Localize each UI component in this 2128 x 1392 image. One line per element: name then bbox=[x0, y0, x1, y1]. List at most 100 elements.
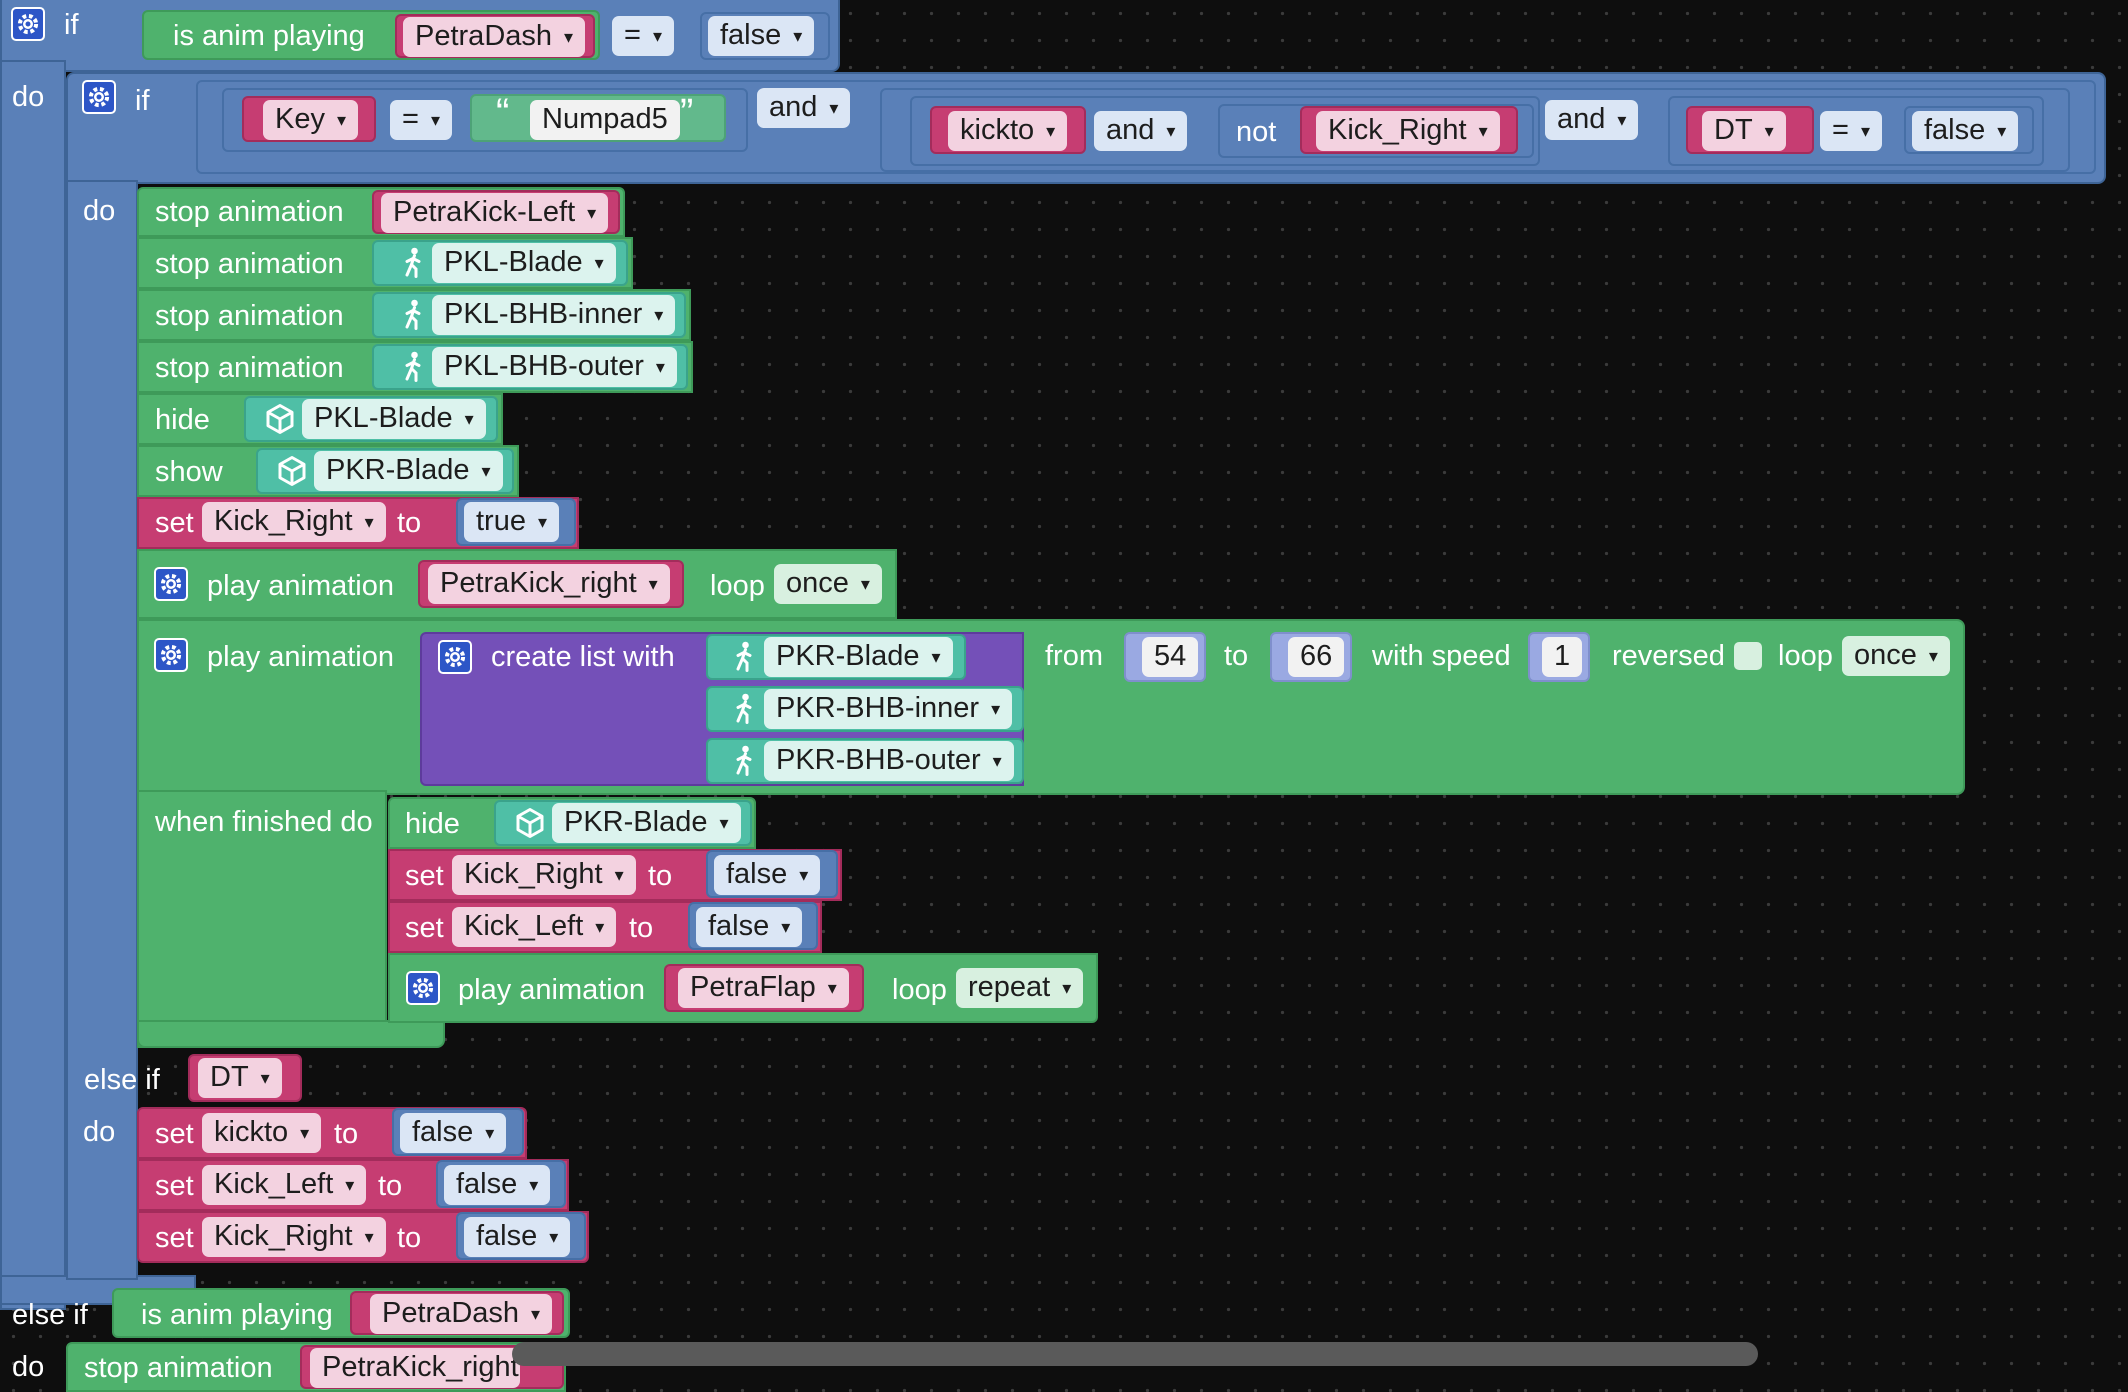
equals-dropdown-3[interactable]: = bbox=[1820, 111, 1882, 151]
kick-right-dropdown-3[interactable]: Kick_Right bbox=[452, 855, 636, 895]
from-frame-field[interactable]: 54 bbox=[1142, 637, 1199, 677]
false-dropdown-7[interactable]: false bbox=[464, 1217, 571, 1257]
loop-once-dropdown-2[interactable]: once bbox=[1842, 636, 1950, 676]
set-label-3: set bbox=[405, 912, 444, 944]
stop-anim-label-5: stop animation bbox=[84, 1352, 273, 1384]
set-label-4: set bbox=[155, 1118, 194, 1150]
set-label-5: set bbox=[155, 1170, 194, 1202]
false-dropdown-4[interactable]: false bbox=[696, 907, 803, 947]
to-label-2: to bbox=[648, 860, 673, 892]
kick-left-dropdown-2[interactable]: Kick_Left bbox=[202, 1165, 367, 1205]
cube-icon bbox=[274, 453, 310, 489]
dt-dropdown-1[interactable]: DT bbox=[1702, 111, 1786, 151]
pkr-blade-list-dropdown[interactable]: PKR-Blade bbox=[764, 637, 953, 677]
speed-field[interactable]: 1 bbox=[1542, 637, 1583, 677]
and-dropdown-1[interactable]: and bbox=[757, 88, 851, 128]
kick-right-dropdown-2[interactable]: Kick_Right bbox=[202, 502, 386, 542]
walking-figure-icon bbox=[395, 297, 431, 333]
petrakick-right-dropdown[interactable]: PetraKick_right bbox=[428, 564, 670, 604]
cube-icon bbox=[512, 805, 548, 841]
to-label-6: to bbox=[397, 1222, 422, 1254]
inner-if-label: if bbox=[135, 85, 150, 117]
pkl-blade-dropdown-2[interactable]: PKL-Blade bbox=[302, 399, 486, 439]
horizontal-scrollbar[interactable] bbox=[512, 1342, 1758, 1366]
else-if-label-1: else if bbox=[84, 1064, 160, 1096]
outer-if-gear-icon[interactable] bbox=[11, 7, 45, 41]
pkr-blade-dropdown-1[interactable]: PKR-Blade bbox=[314, 451, 503, 491]
stop-anim-label-1: stop animation bbox=[155, 196, 344, 228]
equals-dropdown-2[interactable]: = bbox=[390, 100, 452, 140]
pkr-bhb-outer-list-dropdown[interactable]: PKR-BHB-outer bbox=[764, 741, 1014, 781]
true-dropdown[interactable]: true bbox=[464, 502, 560, 542]
play-anim-label-1: play animation bbox=[207, 570, 394, 602]
create-list-gear-icon[interactable] bbox=[438, 640, 472, 674]
play-anim-gear-icon-2[interactable] bbox=[154, 638, 188, 672]
equals-dropdown-1[interactable]: = bbox=[612, 16, 674, 56]
petradash-dropdown-2[interactable]: PetraDash bbox=[370, 1294, 553, 1334]
numpad5-text-field[interactable]: Numpad5 bbox=[530, 100, 680, 140]
stop-anim-label-2: stop animation bbox=[155, 248, 344, 280]
inner-do-label-2: do bbox=[83, 1116, 116, 1148]
outer-if-label: if bbox=[64, 9, 79, 41]
outer-do-label: do bbox=[12, 81, 45, 113]
pkl-bhb-inner-dropdown[interactable]: PKL-BHB-inner bbox=[432, 295, 676, 335]
and-dropdown-2[interactable]: and bbox=[1094, 111, 1188, 151]
false-dropdown-1[interactable]: false bbox=[708, 16, 815, 56]
to-label-3: to bbox=[629, 912, 654, 944]
petrakick-left-dropdown[interactable]: PetraKick-Left bbox=[381, 193, 609, 233]
dt-dropdown-2[interactable]: DT bbox=[198, 1058, 282, 1098]
set-label-2: set bbox=[405, 860, 444, 892]
and-dropdown-3[interactable]: and bbox=[1545, 100, 1639, 140]
inner-if-spine bbox=[66, 180, 138, 1280]
to-label-1: to bbox=[397, 507, 422, 539]
false-dropdown-5[interactable]: false bbox=[400, 1113, 507, 1153]
is-anim-playing-label-2: is anim playing bbox=[141, 1299, 333, 1331]
play-anim-gear-icon-1[interactable] bbox=[154, 567, 188, 601]
loop-once-dropdown-1[interactable]: once bbox=[774, 564, 882, 604]
inner-if-gear-icon[interactable] bbox=[82, 80, 116, 114]
pkr-blade-dropdown-2[interactable]: PKR-Blade bbox=[552, 803, 741, 843]
petradash-dropdown-1[interactable]: PetraDash bbox=[403, 17, 586, 57]
loop-repeat-dropdown[interactable]: repeat bbox=[956, 968, 1084, 1008]
inner-do-label: do bbox=[83, 195, 116, 227]
hide-label-2: hide bbox=[405, 808, 460, 840]
not-label: not bbox=[1236, 116, 1277, 148]
to-label-4: to bbox=[334, 1118, 359, 1150]
loop-label-2: loop bbox=[1778, 640, 1833, 672]
kickto-dropdown[interactable]: kickto bbox=[948, 111, 1068, 151]
stop-anim-label-4: stop animation bbox=[155, 352, 344, 384]
outer-if-spine bbox=[0, 60, 66, 1310]
walking-figure-icon bbox=[395, 349, 431, 385]
quote-close: ” bbox=[680, 91, 694, 135]
from-label: from bbox=[1045, 640, 1103, 672]
cube-icon bbox=[262, 401, 298, 437]
show-label: show bbox=[155, 456, 223, 488]
key-dropdown[interactable]: Key bbox=[263, 100, 359, 140]
play-anim-label-3: play animation bbox=[458, 974, 645, 1006]
pkl-blade-dropdown[interactable]: PKL-Blade bbox=[432, 243, 616, 283]
stop-anim-label-3: stop animation bbox=[155, 300, 344, 332]
kick-right-dropdown-4[interactable]: Kick_Right bbox=[202, 1217, 386, 1257]
false-dropdown-6[interactable]: false bbox=[444, 1165, 551, 1205]
play-anim-label-2: play animation bbox=[207, 641, 394, 673]
pkr-bhb-inner-list-dropdown[interactable]: PKR-BHB-inner bbox=[764, 689, 1013, 729]
kickto-dropdown-2[interactable]: kickto bbox=[202, 1113, 322, 1153]
false-dropdown-2[interactable]: false bbox=[1912, 111, 2019, 151]
play-anim-block-2-tail bbox=[137, 1020, 445, 1048]
to-frame-field[interactable]: 66 bbox=[1288, 637, 1345, 677]
set-label-6: set bbox=[155, 1222, 194, 1254]
kick-left-dropdown-1[interactable]: Kick_Left bbox=[452, 907, 617, 947]
hide-label-1: hide bbox=[155, 404, 210, 436]
petrakick-right-dropdown-2[interactable]: PetraKick_right bbox=[310, 1348, 520, 1388]
when-finished-label: when finished do bbox=[155, 806, 373, 838]
kick-right-dropdown-1[interactable]: Kick_Right bbox=[1316, 111, 1500, 151]
petraflap-dropdown[interactable]: PetraFlap bbox=[678, 968, 849, 1008]
walking-figure-icon bbox=[726, 743, 762, 779]
pkl-bhb-outer-dropdown[interactable]: PKL-BHB-outer bbox=[432, 347, 677, 387]
play-anim-gear-icon-3[interactable] bbox=[406, 971, 440, 1005]
outer-do-label-2: do bbox=[12, 1351, 45, 1383]
with-speed-label: with speed bbox=[1372, 640, 1511, 672]
quote-open: “ bbox=[496, 91, 510, 135]
false-dropdown-3[interactable]: false bbox=[714, 855, 821, 895]
reversed-checkbox[interactable] bbox=[1734, 642, 1762, 670]
